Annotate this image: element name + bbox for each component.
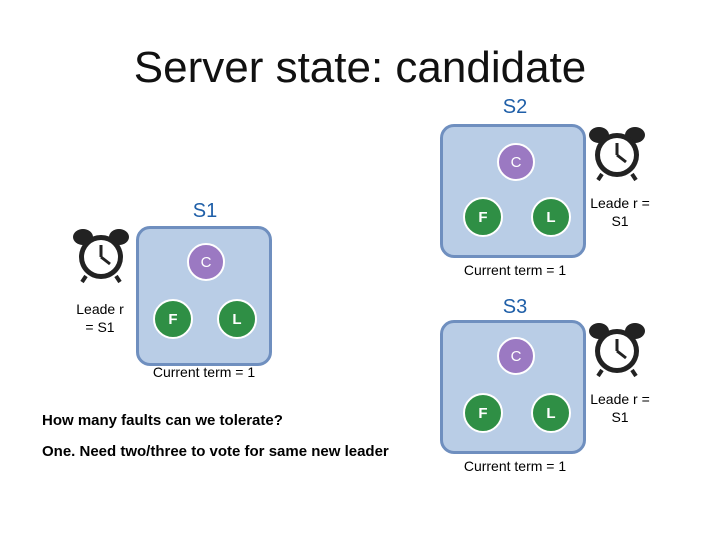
server-box-s1: C F L: [136, 226, 272, 366]
current-term-s3: Current term = 1: [463, 458, 567, 474]
candidate-node: C: [497, 337, 535, 375]
leader-node: L: [217, 299, 257, 339]
candidate-node: C: [497, 143, 535, 181]
alarm-clock-icon: [586, 124, 648, 182]
leader-node: L: [531, 393, 571, 433]
follower-node: F: [153, 299, 193, 339]
fault-tolerance-answer: One. Need two/three to vote for same new…: [42, 443, 389, 460]
follower-node: F: [463, 197, 503, 237]
server-box-s2: C F L: [440, 124, 586, 258]
leader-node: L: [531, 197, 571, 237]
leader-label-s3: Leade r = S1: [590, 391, 650, 425]
slide-title: Server state: candidate: [133, 43, 587, 92]
current-term-s1: Current term = 1: [152, 364, 256, 380]
current-term-s2: Current term = 1: [463, 262, 567, 278]
alarm-clock-icon: [70, 226, 132, 284]
leader-label-s2: Leade r = S1: [590, 195, 650, 229]
server-label-s1: S1: [192, 200, 218, 222]
leader-label-s1: Leade r = S1: [76, 301, 124, 335]
fault-tolerance-question: How many faults can we tolerate?: [42, 412, 283, 429]
alarm-clock-icon: [586, 320, 648, 378]
candidate-node: C: [187, 243, 225, 281]
server-label-s2: S2: [502, 96, 528, 118]
server-box-s3: C F L: [440, 320, 586, 454]
server-label-s3: S3: [502, 296, 528, 318]
follower-node: F: [463, 393, 503, 433]
